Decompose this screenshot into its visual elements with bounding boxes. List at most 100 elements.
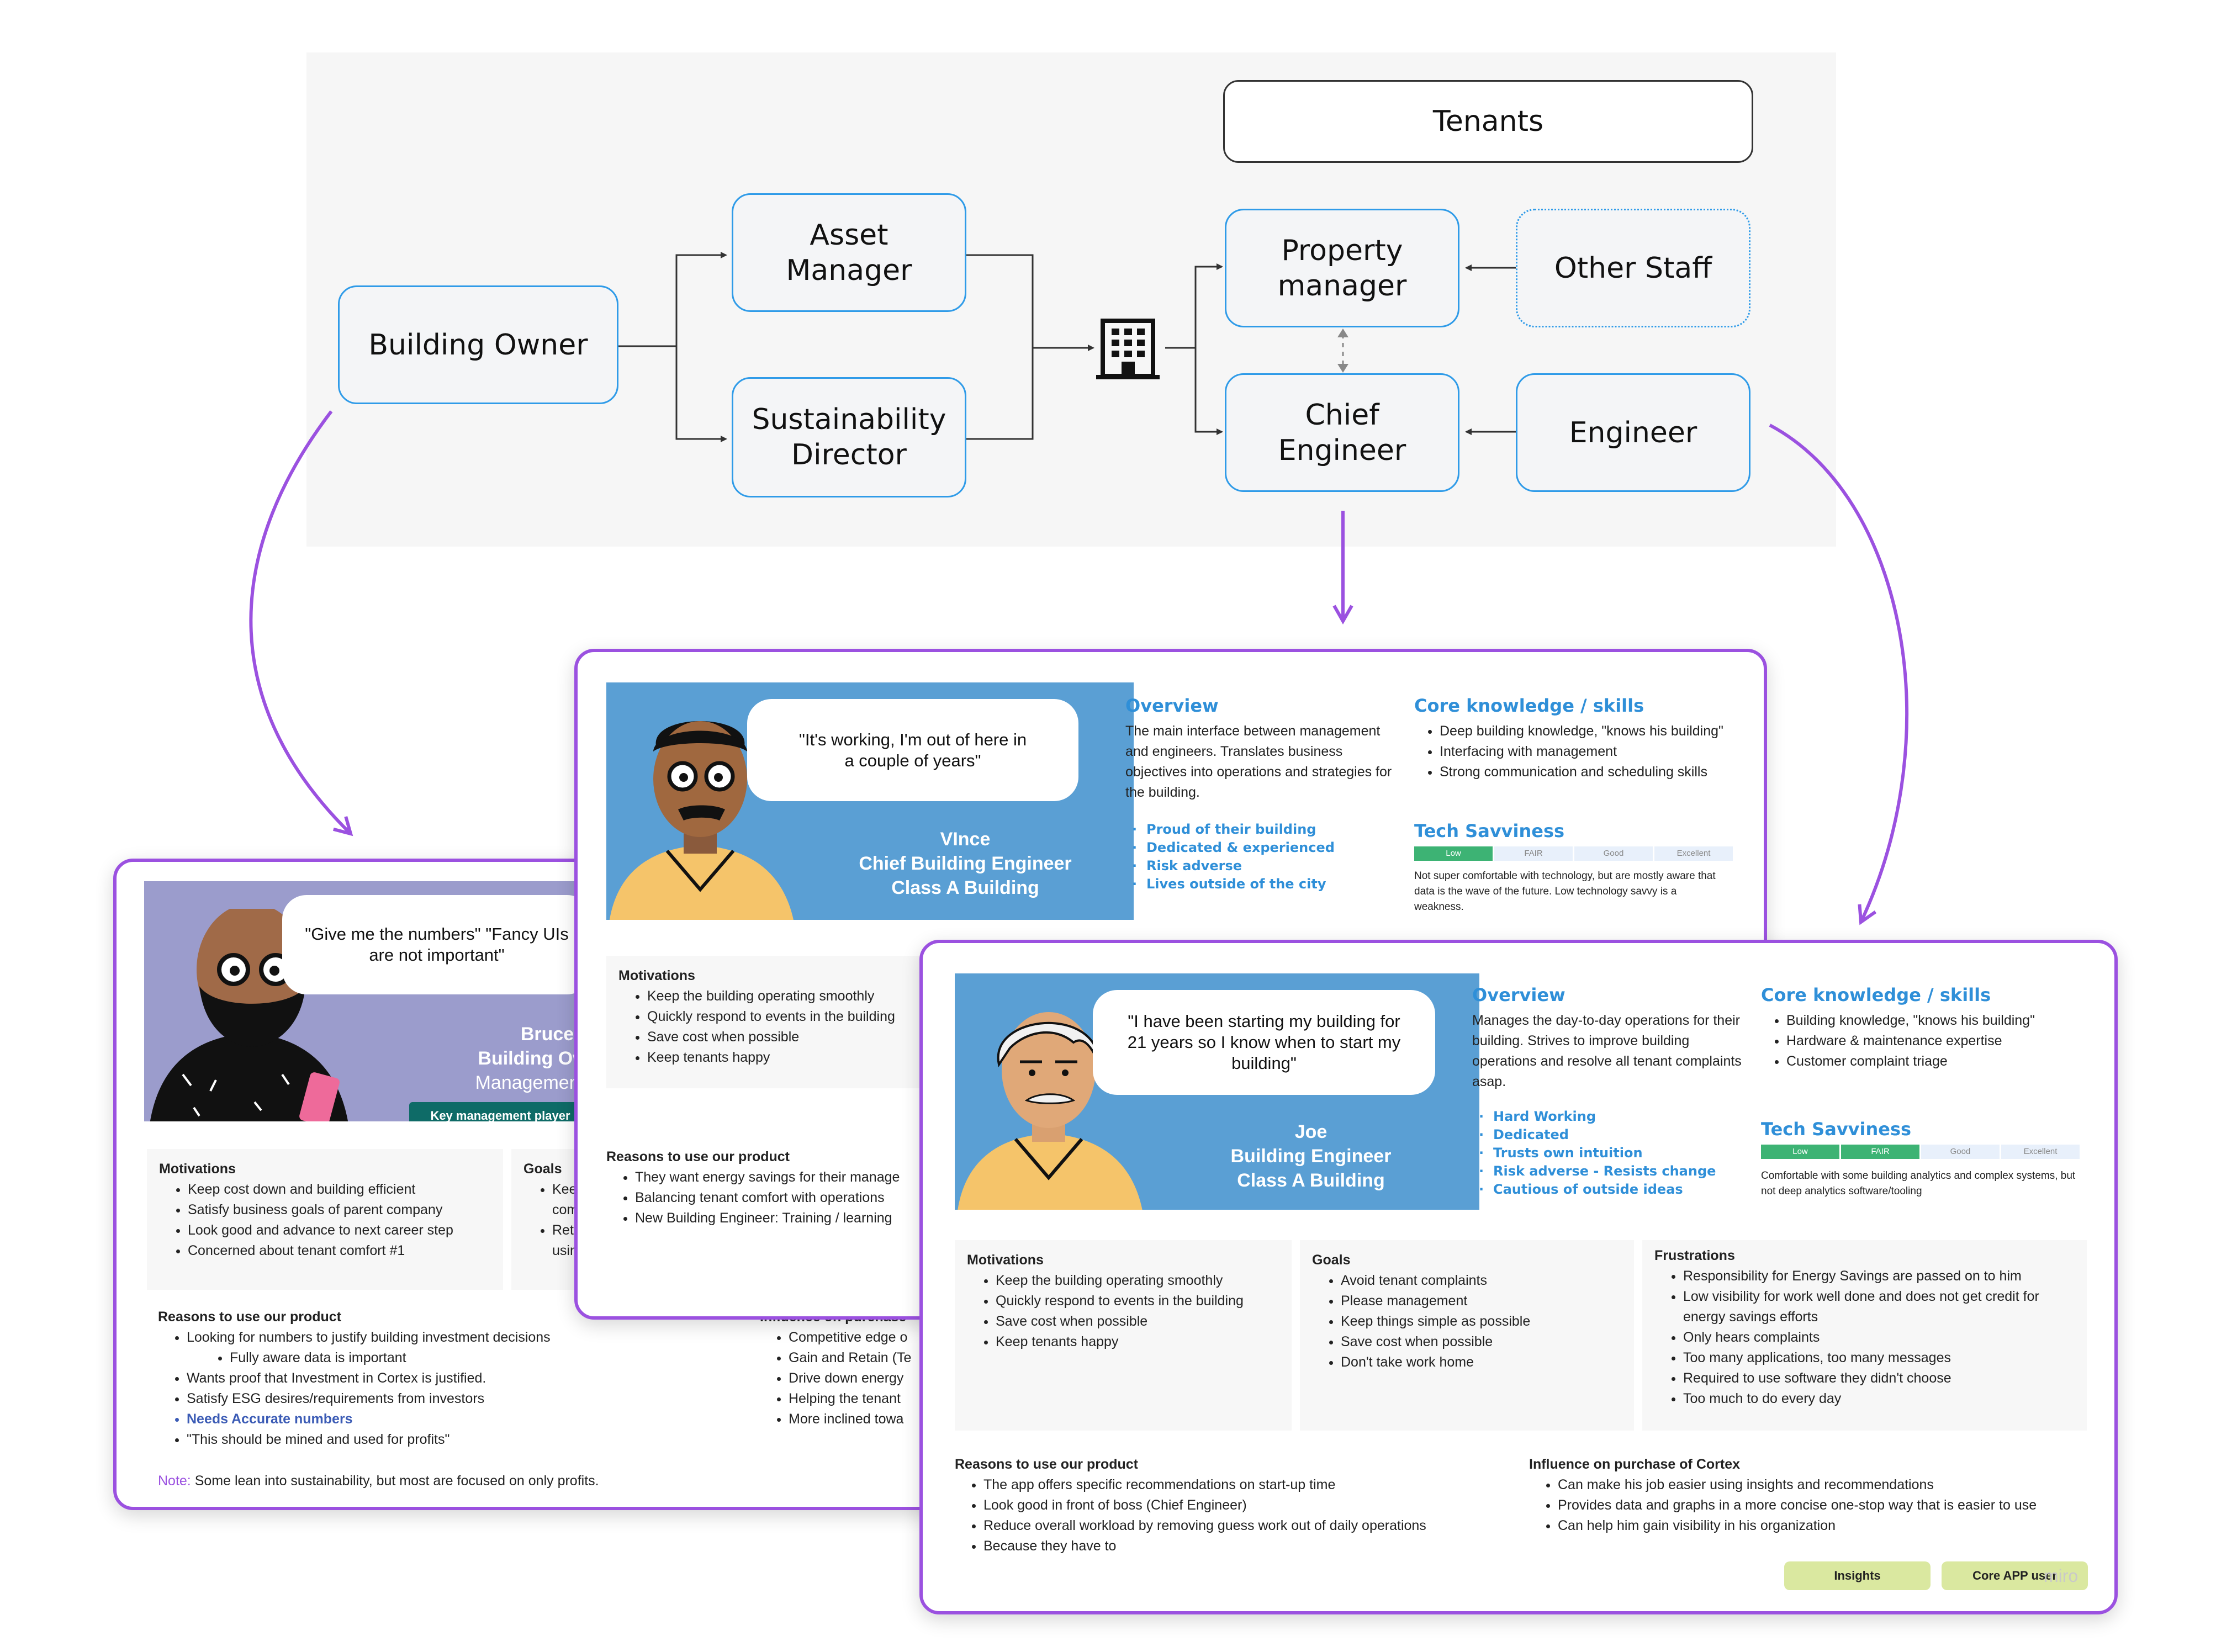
list-item: Dedicated & experienced [1132,839,1335,857]
joe-tech-title: Tech Savviness [1761,1119,1912,1140]
list-item: Customer complaint triage [1786,1051,2070,1072]
vince-traits: Proud of their building Dedicated & expe… [1130,820,1335,893]
list-item: New Building Engineer: Training / learni… [635,1208,993,1229]
joe-goals-box: Goals Avoid tenant complaints Please man… [1300,1240,1634,1431]
list-item: Building knowledge, "knows his building" [1786,1010,2070,1031]
list-item: Save cost when possible [1341,1332,1622,1352]
core-app-user-tag[interactable]: Core APP user [1942,1561,2088,1590]
list-item: Keep cost down and building efficient [188,1179,491,1200]
engineer-node[interactable]: Engineer [1516,373,1750,492]
vince-role: Chief Building Engineer [859,853,1072,874]
joe-hero: "I have been starting my building for 21… [955,973,1479,1210]
joe-building: Class A Building [1237,1170,1385,1191]
tech-level: FAIR [1841,1145,1919,1159]
list-item: Satisfy business goals of parent company [188,1200,491,1220]
tech-level: Excellent [2001,1145,2080,1159]
list-item: Quickly respond to events in the buildin… [996,1291,1279,1311]
connector-owner-split [618,252,727,347]
tech-level: Low [1761,1145,1839,1159]
connector-building-property [1165,263,1223,349]
list-item: Reduce overall workload by removing gues… [983,1516,1512,1536]
persona-card-joe: "I have been starting my building for 21… [919,940,2118,1614]
joe-motivations-box: Motivations Keep the building operating … [955,1240,1292,1431]
list-item: "This should be mined and used for profi… [187,1429,821,1450]
insights-tag[interactable]: Insights [1784,1561,1931,1590]
vince-building: Class A Building [891,877,1039,898]
list-item: Provides data and graphs in a more conci… [1558,1495,2103,1516]
bruce-key-player-badge: Key management player [409,1102,591,1121]
vince-core-list: Deep building knowledge, "knows his buil… [1414,721,1740,782]
joe-name-block: Joe Building Engineer Class A Building [1162,1120,1460,1193]
list-item: More inclined towa [789,1409,981,1429]
list-item: Keep the building operating smoothly [996,1270,1279,1291]
vince-avatar [609,721,794,920]
vince-motivations-title: Motivations [618,968,695,983]
joe-core-list: Building knowledge, "knows his building"… [1761,1010,2070,1072]
list-item: Quickly respond to events in the buildin… [647,1007,925,1027]
connector-owner-sustainability [675,346,727,442]
list-item: Too much to do every day [1683,1389,2075,1409]
joe-influence-title: Influence on purchase of Cortex [1529,1457,1741,1472]
list-item: Don't take work home [1341,1352,1622,1373]
vince-name: VInce [940,829,991,850]
building-icon [1096,319,1160,379]
joe-avatar [958,1012,1143,1210]
vince-hero: "It's working, I'm out of here in a coup… [606,682,1134,920]
list-item: Required to use software they didn't cho… [1683,1368,2075,1389]
joe-frustrations-box: Frustrations Responsibility for Energy S… [1642,1240,2087,1431]
joe-influence-section: Influence on purchase of Cortex Can make… [1529,1457,2103,1536]
arrow-owner-to-bruce [249,410,353,836]
asset-manager-node[interactable]: Asset Manager [732,193,966,312]
chief-engineer-node[interactable]: Chief Engineer [1225,373,1459,492]
tech-level: Excellent [1654,846,1733,861]
vince-quote-bubble: "It's working, I'm out of here in a coup… [747,699,1078,801]
list-item: Please management [1341,1291,1622,1311]
other-staff-node[interactable]: Other Staff [1516,209,1750,327]
list-item: Keep things simple as possible [1341,1311,1622,1332]
list-item: com [552,1202,579,1217]
bruce-note-label: Note: [158,1473,191,1489]
list-item: Responsibility for Energy Savings are pa… [1683,1266,2075,1286]
list-item: Save cost when possible [647,1027,925,1047]
joe-reasons-section: Reasons to use our product The app offer… [955,1457,1512,1556]
arrow-engineer-to-joe [1769,423,1909,925]
list-item: Kee [552,1179,720,1200]
tech-level: Low [1414,846,1493,861]
vince-tech-note: Not super comfortable with technology, b… [1414,870,1716,913]
list-item: Hard Working [1479,1108,1716,1126]
list-item: Competitive edge o [789,1327,981,1348]
list-item: Too many applications, too many messages [1683,1348,2075,1368]
list-item: Dedicated [1479,1126,1716,1144]
list-item: Balancing tenant comfort with operations [635,1188,993,1208]
list-item: Because they have to [983,1536,1512,1556]
bruce-name: Bruce [520,1024,574,1045]
joe-name: Joe [1294,1121,1328,1142]
joe-overview-text: Manages the day-to-day operations for th… [1472,1013,1742,1089]
bruce-motivations-box: Motivations Keep cost down and building … [147,1149,503,1290]
list-item: Cautious of outside ideas [1479,1180,1716,1199]
list-item: Low visibility for work well done and do… [1683,1286,2075,1327]
tenants-node[interactable]: Tenants [1223,80,1753,163]
list-item: Fully aware data is important [230,1348,821,1368]
tech-level: Good [1574,846,1653,861]
list-item: Avoid tenant complaints [1341,1270,1622,1291]
list-item: Wants proof that Investment in Cortex is… [187,1368,821,1389]
bruce-note: Note: Some lean into sustainability, but… [158,1473,599,1489]
connector-building-chief [1194,348,1223,435]
joe-tech-note: Comfortable with some building analytics… [1761,1170,2076,1197]
joe-quote-bubble: "I have been starting my building for 21… [1093,990,1435,1095]
property-manager-node[interactable]: Property manager [1225,209,1459,327]
vince-reasons-section: Reasons to use our product They want ene… [606,1149,993,1229]
list-item: Can help him gain visibility in his orga… [1558,1516,2103,1536]
joe-goals-title: Goals [1312,1252,1351,1268]
list-item: usin [552,1243,578,1258]
bruce-quote-bubble: "Give me the numbers" "Fancy UIs are not… [282,895,591,994]
list-item: Concerned about tenant comfort #1 [188,1241,491,1261]
list-item: Hardware & maintenance expertise [1786,1031,2070,1051]
building-owner-node[interactable]: Building Owner [338,285,618,404]
sustainability-director-node[interactable]: Sustainability Director [732,377,966,497]
joe-overview-title: Overview [1472,984,1566,1005]
bruce-goals-title: Goals [523,1161,562,1177]
list-item: They want energy savings for their manag… [635,1167,993,1188]
